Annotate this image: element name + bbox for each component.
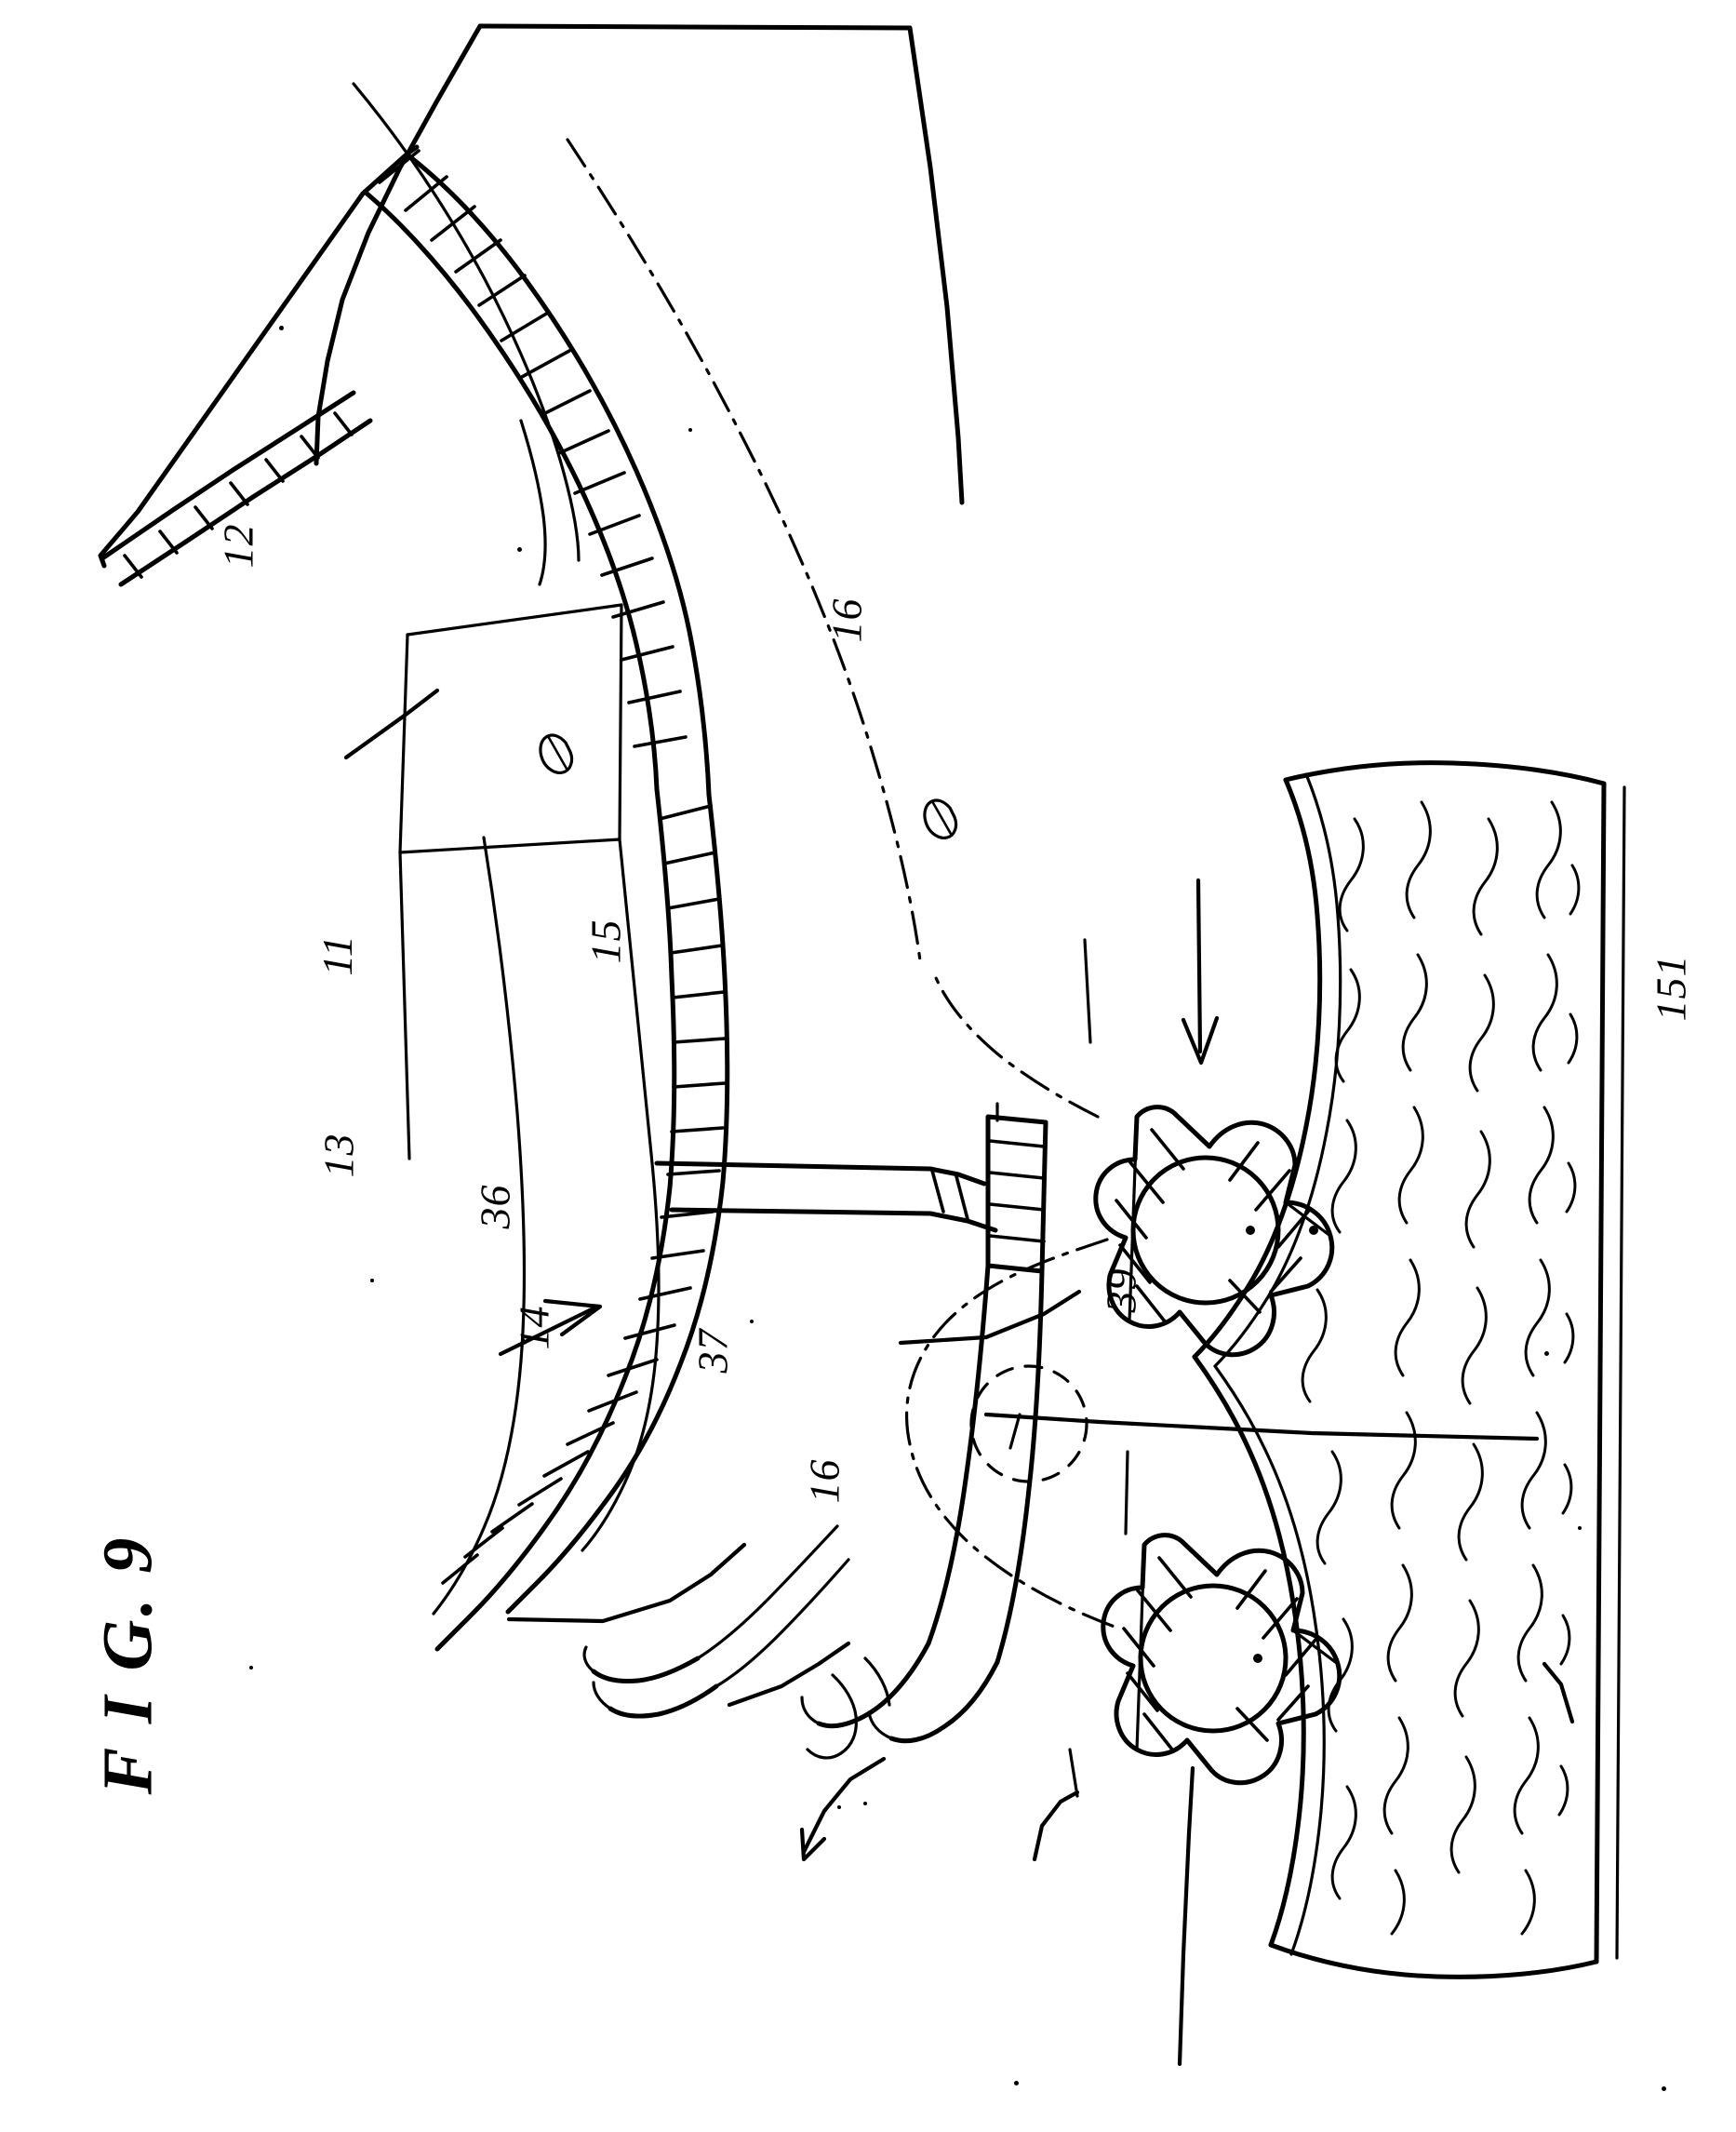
reference-numeral-16-upper: 16 — [822, 597, 871, 643]
speck — [688, 428, 692, 432]
upper-wing-fastener — [1093, 1105, 1335, 1358]
speck — [1578, 1526, 1582, 1530]
reference-numeral-11: 11 — [313, 934, 361, 976]
bead-detail — [582, 1524, 891, 1760]
speck — [1662, 2086, 1666, 2091]
speck — [837, 1805, 841, 1809]
speck — [1544, 1351, 1549, 1356]
substrate-panel — [1192, 760, 1626, 1979]
leader-16-lower — [1177, 1765, 1195, 2067]
arrowhead-11 — [542, 1298, 603, 1337]
central-bracket — [654, 1114, 1048, 1744]
inner-chamber — [398, 603, 653, 1160]
centerlines — [566, 138, 1116, 1629]
speck — [279, 326, 284, 330]
leader-39 — [1542, 1661, 1575, 1724]
upper-hatched-wall — [362, 149, 712, 798]
arrowhead-16-upper — [1181, 1015, 1220, 1066]
leader-14 — [801, 1756, 887, 1855]
misc-detail — [995, 938, 1129, 1798]
wall-boss-upper — [923, 798, 958, 839]
leader-151 — [983, 1412, 1540, 1441]
leader-36 — [727, 1641, 851, 1708]
reference-numeral-12: 12 — [214, 523, 262, 569]
inner-liner — [352, 82, 581, 586]
leader-37 — [1032, 1790, 1080, 1862]
reference-numeral-39: 39 — [1097, 1267, 1145, 1313]
reference-numeral-14: 14 — [510, 1305, 558, 1350]
reference-numeral-15: 15 — [581, 919, 630, 964]
leader-11 — [498, 1305, 598, 1357]
upper-cowl-panel — [98, 144, 420, 569]
leader-15 — [898, 1289, 1082, 1346]
wall-boss-lower — [539, 733, 574, 774]
speck — [863, 1802, 867, 1805]
hidden-bore — [969, 1364, 1088, 1483]
speck — [370, 1279, 374, 1282]
speck — [249, 1666, 253, 1669]
arrowhead-14 — [799, 1827, 827, 1862]
leader-12 — [343, 688, 440, 760]
speck — [517, 547, 522, 552]
figure-title: F I G. 9 — [88, 1534, 167, 1795]
reference-numeral-16-lower: 16 — [800, 1458, 848, 1504]
reference-numeral-13: 13 — [314, 1133, 363, 1178]
speck — [750, 1320, 754, 1323]
upper-right-panel — [314, 23, 965, 505]
center-liner-wall — [432, 836, 661, 1616]
reference-numeral-151: 151 — [1647, 954, 1695, 1022]
leader-lines — [343, 688, 1575, 2067]
leader-16-upper — [1195, 878, 1203, 1054]
leader-13 — [506, 1542, 747, 1624]
reference-numeral-37: 37 — [688, 1328, 737, 1374]
speck — [1014, 2081, 1019, 2085]
reference-numeral-36: 36 — [471, 1184, 519, 1229]
